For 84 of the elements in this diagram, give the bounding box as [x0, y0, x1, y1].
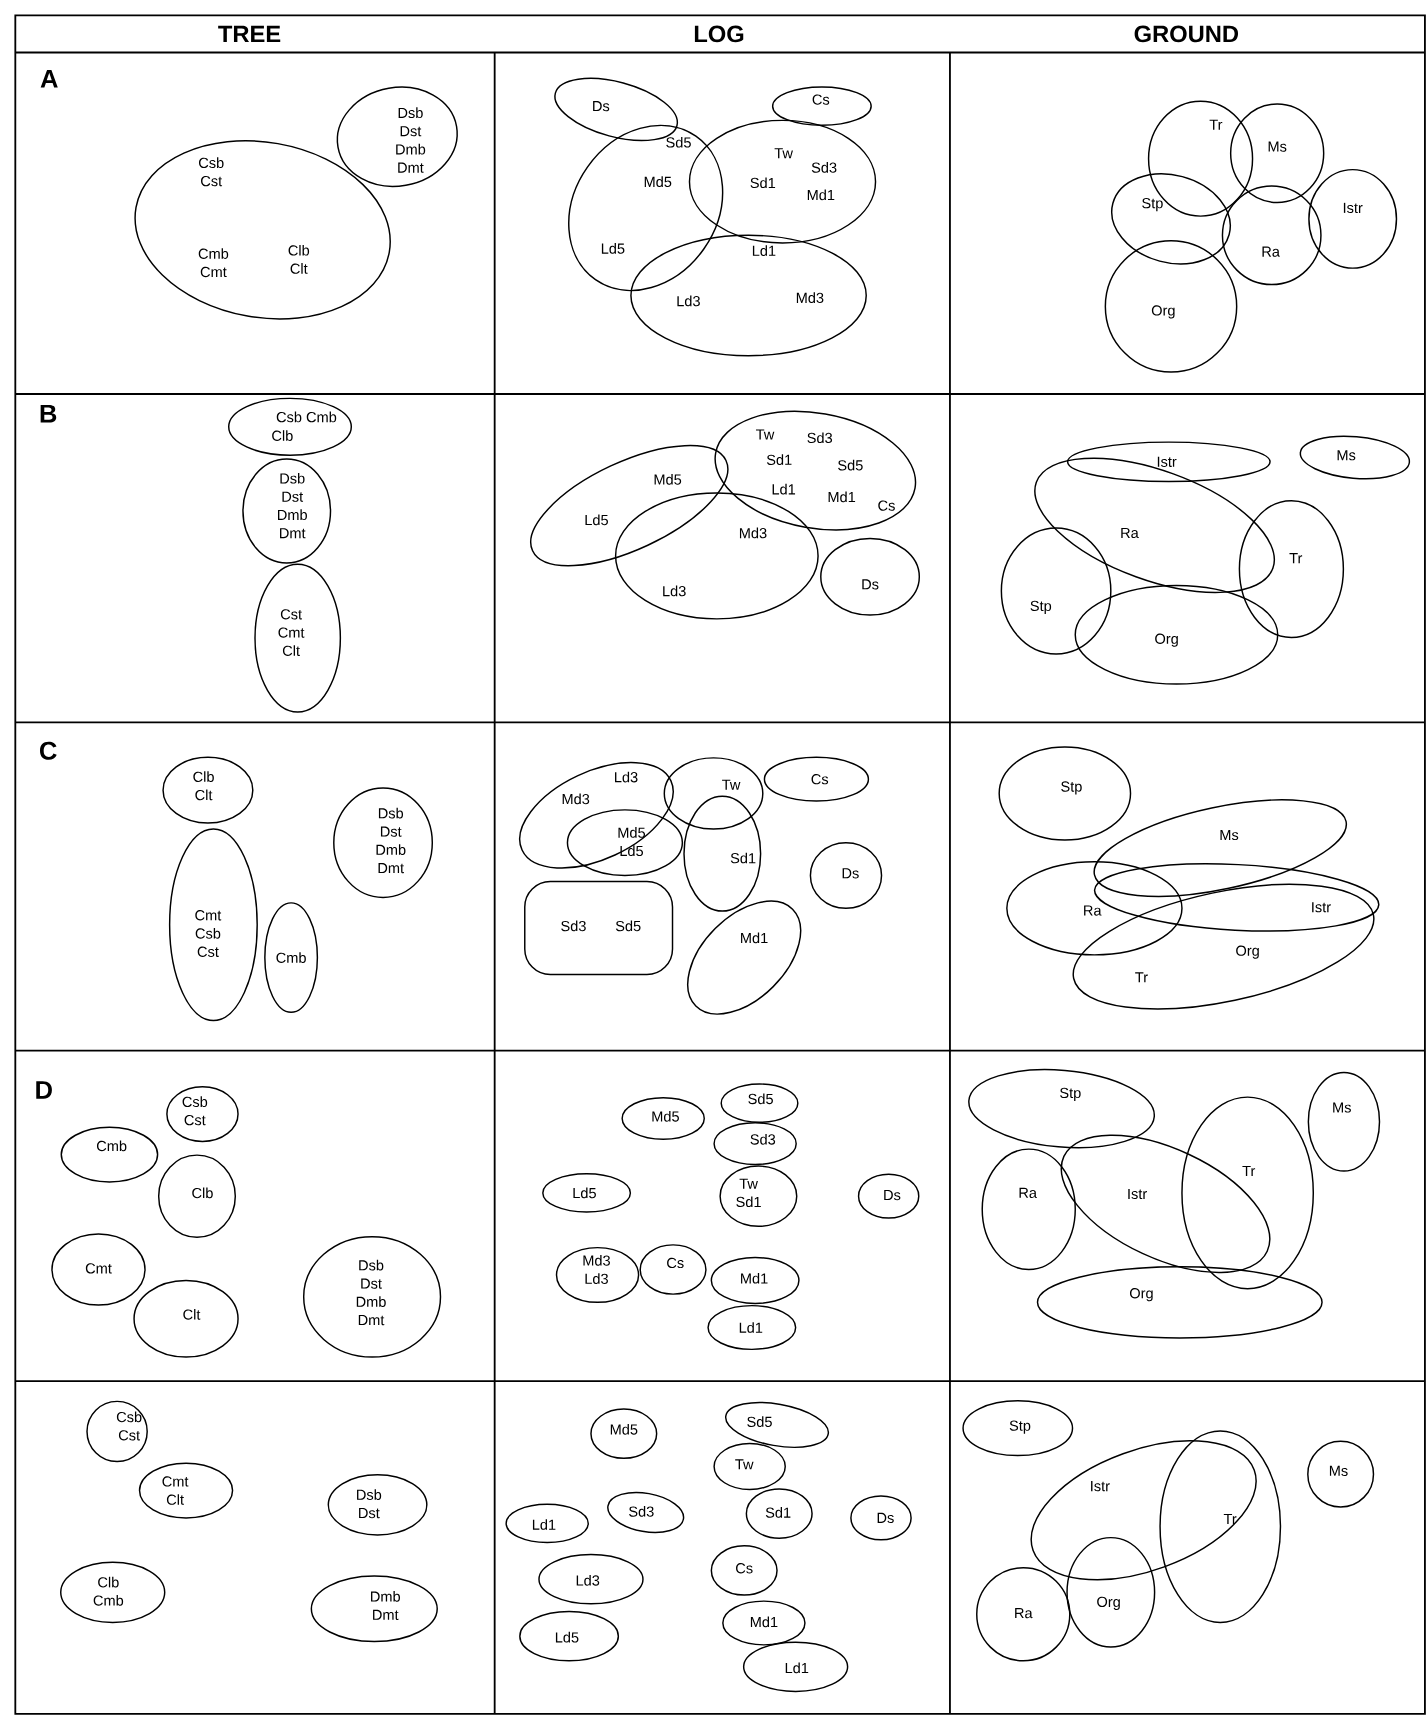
cluster: Cs	[771, 86, 872, 127]
cluster: Tw	[713, 1442, 786, 1491]
cluster: Clt	[133, 1279, 239, 1358]
cluster: Istr	[1066, 441, 1271, 483]
cluster: Cmt	[51, 1233, 146, 1306]
cluster: Clb	[157, 1154, 236, 1238]
cluster: Md1	[710, 1256, 800, 1305]
cluster: Md3 Ld3	[555, 1246, 640, 1304]
column-header: LOG	[694, 25, 744, 43]
cluster: Ds	[820, 537, 920, 616]
cluster: Tw	[663, 757, 764, 830]
cluster: Stp	[998, 746, 1132, 841]
cluster: Sd3	[607, 1491, 685, 1534]
cluster: Csb Cst	[86, 1400, 148, 1463]
cluster: Csb Cst Cmb Cmt Clb Clt	[134, 140, 391, 320]
cluster: Istr	[1308, 168, 1398, 269]
panel-letter: A	[40, 70, 58, 88]
cluster: Org	[1036, 1266, 1323, 1339]
cluster: Ds	[857, 1173, 920, 1219]
cluster: Tr	[1238, 499, 1345, 639]
cluster: Ra	[1221, 185, 1322, 286]
cluster: Sd5 Md5 Ld5	[568, 124, 724, 292]
cluster: Ld5	[519, 1610, 620, 1662]
cluster: Ld3	[538, 1553, 644, 1605]
cluster: Sd5	[720, 1083, 799, 1124]
cluster: Cmb	[264, 902, 319, 1014]
cluster: Org	[1074, 584, 1279, 685]
cluster: Cs	[639, 1244, 707, 1295]
cluster: Md5	[590, 1408, 658, 1459]
cluster: Stp	[1000, 527, 1112, 655]
cluster: Sd5	[725, 1401, 829, 1448]
column-header: TREE	[218, 25, 281, 43]
cluster: Sd3 Sd5	[524, 880, 674, 976]
panel-letter: D	[36, 1081, 52, 1099]
panel-letter: B	[40, 404, 57, 423]
cluster: Ms	[1299, 435, 1411, 480]
cluster: Md5	[621, 1096, 705, 1140]
cluster: Ms	[1307, 1440, 1375, 1508]
cluster: Ms	[1229, 103, 1325, 204]
cluster: Tw Sd1	[719, 1165, 798, 1227]
cluster: Dsb Dst Dmb Dmt	[302, 1235, 442, 1358]
cluster: Ld1	[742, 1641, 849, 1693]
cluster: Org	[1104, 240, 1238, 373]
cluster: Ms	[1093, 799, 1347, 898]
cluster: Dmb Dmt	[310, 1575, 438, 1643]
cluster: Stp	[968, 1068, 1155, 1149]
cluster: Stp	[1111, 173, 1231, 265]
cluster: Cmt Csb Cst	[168, 828, 258, 1022]
cluster: Cst Cmt Clt	[254, 563, 342, 713]
cluster: Ra	[976, 1567, 1071, 1662]
cluster: Ld1	[505, 1503, 589, 1544]
cluster: Md1	[722, 1600, 806, 1646]
cluster: Md5 Ld5	[530, 444, 729, 567]
cluster: Sd3	[713, 1122, 797, 1166]
cluster: Clb Cmb	[60, 1561, 166, 1624]
cluster: Md5 Ld5	[566, 809, 684, 877]
cluster: Csb Cmb Clb	[227, 397, 352, 456]
cluster: Cmt Clt	[138, 1462, 234, 1519]
cluster: Cmb	[60, 1126, 159, 1183]
cluster: Ra	[1006, 861, 1183, 956]
cluster: Tr	[1181, 1096, 1314, 1290]
column-header: GROUND	[1134, 25, 1238, 43]
cluster: Cs	[763, 756, 870, 802]
cluster: Clb Clt	[162, 756, 254, 824]
cluster: Ds	[809, 841, 883, 910]
cluster: Csb Cst	[166, 1086, 239, 1143]
cluster: Tr	[1159, 1430, 1282, 1624]
cluster: Sd1	[683, 795, 762, 912]
panel-letter: C	[39, 741, 57, 760]
cluster: Ld1 Ld3 Md3	[630, 234, 867, 357]
cluster: Cs	[710, 1545, 778, 1596]
cluster: Dsb Dst Dmb Dmt	[336, 86, 458, 188]
cluster: Org	[1066, 1536, 1156, 1648]
cluster: Stp	[962, 1400, 1074, 1457]
cluster: Ds	[850, 1495, 912, 1541]
cluster: Dsb Dst Dmb Dmt	[242, 458, 332, 564]
cluster: Ld5	[542, 1173, 632, 1213]
cluster: Sd1	[745, 1488, 813, 1539]
cluster: Ms	[1307, 1071, 1381, 1172]
cluster: Dsb Dst	[327, 1473, 428, 1536]
cluster: Dsb Dst Dmb Dmt	[333, 787, 433, 899]
cluster: Md1	[687, 900, 802, 1015]
cluster: Ld1	[707, 1304, 797, 1351]
cluster: Ra	[981, 1148, 1076, 1271]
